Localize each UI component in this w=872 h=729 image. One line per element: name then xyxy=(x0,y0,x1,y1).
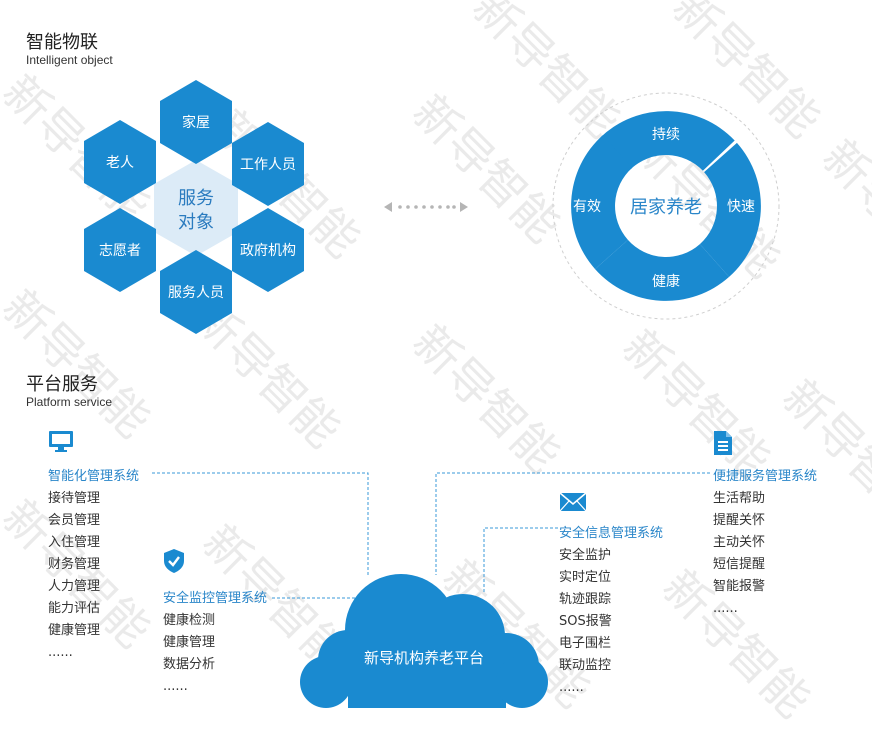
list-item: 健康管理 xyxy=(48,623,101,638)
system-title[interactable]: 安全监控管理系统 xyxy=(163,591,268,606)
section-title-iot: 智能物联 xyxy=(26,32,98,53)
hex-center-line2: 对象 xyxy=(178,212,214,233)
hex-service-staff: 服务人员 xyxy=(160,250,232,334)
ring-segment-health xyxy=(595,239,730,301)
connector-safety-info xyxy=(483,527,558,592)
list-item: 提醒关怀 xyxy=(713,513,766,528)
system-monitoring: 安全监控管理系统 健康检测 健康管理 数据分析 ...... xyxy=(163,548,267,698)
hex-center-line1: 服务 xyxy=(178,188,214,209)
list-item: 智能报警 xyxy=(713,579,766,594)
list-item: 主动关怀 xyxy=(713,535,766,550)
system-item-list: 安全监护 实时定位 轨迹跟踪 SOS报警 电子围栏 联动监控 ...... xyxy=(559,545,663,699)
hex-staff: 工作人员 xyxy=(232,122,304,206)
hex-label-service-staff: 服务人员 xyxy=(168,285,224,301)
hex-home: 家屋 xyxy=(160,80,232,164)
system-management: 智能化管理系统 接待管理 会员管理 入住管理 财务管理 人力管理 能力评估 健康… xyxy=(48,430,139,664)
list-item: 电子围栏 xyxy=(559,636,612,651)
system-title[interactable]: 便捷服务管理系统 xyxy=(713,469,818,484)
hex-label-volunteer: 志愿者 xyxy=(99,243,141,259)
list-item: 安全监护 xyxy=(559,548,612,563)
system-convenience: 便捷服务管理系统 生活帮助 提醒关怀 主动关怀 短信提醒 智能报警 ...... xyxy=(713,430,817,620)
list-item: 轨迹跟踪 xyxy=(559,592,612,607)
ring-segment-fast xyxy=(699,142,761,277)
bidirectional-arrow-icon xyxy=(384,202,468,212)
section-subtitle-iot: Intelligent object xyxy=(26,53,113,67)
document-icon xyxy=(714,431,732,455)
list-item: 短信提醒 xyxy=(713,557,766,572)
hex-elderly: 老人 xyxy=(84,120,156,204)
system-safety-info: 安全信息管理系统 安全监护 实时定位 轨迹跟踪 SOS报警 电子围栏 联动监控 … xyxy=(559,492,663,699)
list-item: 入住管理 xyxy=(48,535,101,550)
list-item: 数据分析 xyxy=(163,657,216,672)
list-item: 会员管理 xyxy=(48,513,101,528)
system-item-list: 健康检测 健康管理 数据分析 ...... xyxy=(163,610,267,698)
hex-center: 服务 对象 xyxy=(154,160,238,256)
system-item-list: 生活帮助 提醒关怀 主动关怀 短信提醒 智能报警 ...... xyxy=(713,488,817,620)
list-item: 接待管理 xyxy=(48,491,101,506)
ring-segment-effective xyxy=(571,135,633,270)
section-subtitle-platform: Platform service xyxy=(26,395,113,409)
ring-label-sustain: 持续 xyxy=(652,126,680,143)
platform-cloud: 新导机构养老平台 xyxy=(300,574,548,708)
list-item: 健康检测 xyxy=(163,613,216,628)
service-objects-diagram: 服务 对象 家屋 工作人员 政府机构 服务人员 志愿者 老人 xyxy=(84,80,304,334)
list-item: 能力评估 xyxy=(48,601,101,616)
list-item: 人力管理 xyxy=(48,579,101,594)
system-item-list: 接待管理 会员管理 入住管理 财务管理 人力管理 能力评估 健康管理 .....… xyxy=(48,488,139,664)
hex-volunteer: 志愿者 xyxy=(84,208,156,292)
hex-government: 政府机构 xyxy=(232,208,304,292)
list-item: 健康管理 xyxy=(163,635,216,650)
hex-label-government: 政府机构 xyxy=(240,243,296,259)
list-item: ...... xyxy=(48,645,73,660)
list-item: ...... xyxy=(163,679,188,694)
connector-convenience xyxy=(435,472,710,575)
section-title-platform: 平台服务 xyxy=(26,374,98,395)
connector-management xyxy=(152,472,369,575)
ring-label-fast: 快速 xyxy=(727,199,755,215)
envelope-icon xyxy=(559,492,587,512)
shield-check-icon xyxy=(164,549,184,573)
list-item: 实时定位 xyxy=(559,570,612,585)
cloud-label: 新导机构养老平台 xyxy=(364,649,484,667)
ring-label-effective: 有效 xyxy=(573,199,601,215)
system-title[interactable]: 安全信息管理系统 xyxy=(559,526,664,541)
ring-center-label: 居家养老 xyxy=(630,197,702,218)
hex-label-home: 家屋 xyxy=(182,114,210,131)
system-title[interactable]: 智能化管理系统 xyxy=(48,469,140,484)
hex-label-staff: 工作人员 xyxy=(240,157,296,173)
home-care-ring: 持续 快速 健康 有效 居家养老 xyxy=(552,92,780,320)
ring-segment-sustain xyxy=(600,111,735,171)
hex-label-elderly: 老人 xyxy=(106,155,134,171)
monitor-icon xyxy=(49,431,73,452)
list-item: 财务管理 xyxy=(48,557,101,572)
list-item: 联动监控 xyxy=(559,658,612,673)
list-item: ...... xyxy=(713,601,738,616)
list-item: SOS报警 xyxy=(559,614,612,629)
ring-label-health: 健康 xyxy=(652,273,680,290)
list-item: ...... xyxy=(559,680,584,695)
list-item: 生活帮助 xyxy=(713,491,766,506)
